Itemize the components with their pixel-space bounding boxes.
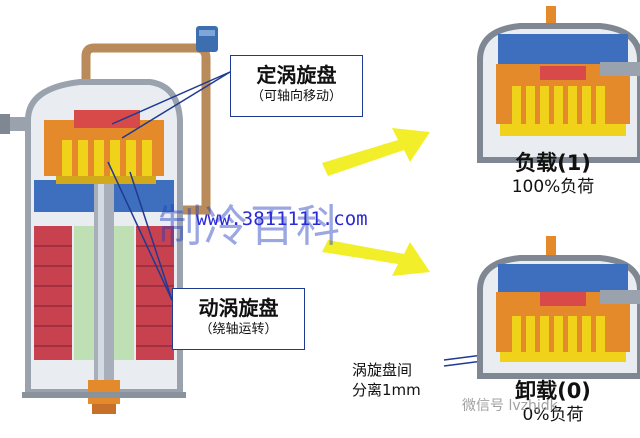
compressor-cutaway bbox=[0, 26, 218, 414]
load-state-label: 负载(1) 100%负荷 bbox=[478, 150, 628, 198]
arrow-to-unload bbox=[322, 240, 430, 276]
fixed-scroll-callout: 定涡旋盘 （可轴向移动） bbox=[230, 55, 363, 117]
arrow-to-load bbox=[322, 128, 430, 176]
fixed-scroll-plate bbox=[74, 110, 140, 128]
load-state-title: 负载(1) bbox=[515, 151, 591, 175]
watermark-chinese: 制冷百科 bbox=[158, 201, 342, 252]
fixed-scroll-title: 定涡旋盘 bbox=[256, 63, 337, 87]
scroll-gap-line2: 分离1mm bbox=[352, 381, 421, 399]
motor-stator-left bbox=[34, 226, 72, 360]
suction-pipe bbox=[81, 43, 211, 200]
orbiting-scroll-note: （绕轴运转） bbox=[199, 322, 278, 337]
solenoid-valve bbox=[196, 26, 218, 52]
orbiting-scroll-title: 动涡旋盘 bbox=[198, 296, 279, 320]
scroll-gap-label: 涡旋盘间 分离1mm bbox=[352, 360, 421, 400]
unloaded-compressor bbox=[477, 236, 640, 379]
scroll-gap-line1: 涡旋盘间 bbox=[352, 361, 413, 379]
unload-state-subtitle: 0%负荷 bbox=[522, 405, 584, 425]
loaded-compressor bbox=[477, 6, 640, 163]
unload-state-label: 卸载(0) 0%负荷 bbox=[478, 378, 628, 426]
watermark-wechat: 微信号 lvzhjdk bbox=[462, 398, 558, 414]
scroll-wraps bbox=[62, 140, 152, 176]
unload-state-title: 卸载(0) bbox=[515, 379, 591, 403]
fixed-scroll-note: （可轴向移动） bbox=[250, 89, 342, 104]
load-state-subtitle: 100%负荷 bbox=[511, 177, 595, 197]
orbiting-scroll-callout: 动涡旋盘 （绕轴运转） bbox=[172, 288, 305, 350]
shell-base bbox=[22, 392, 186, 398]
watermark-url: www.3811111.com bbox=[196, 208, 368, 230]
